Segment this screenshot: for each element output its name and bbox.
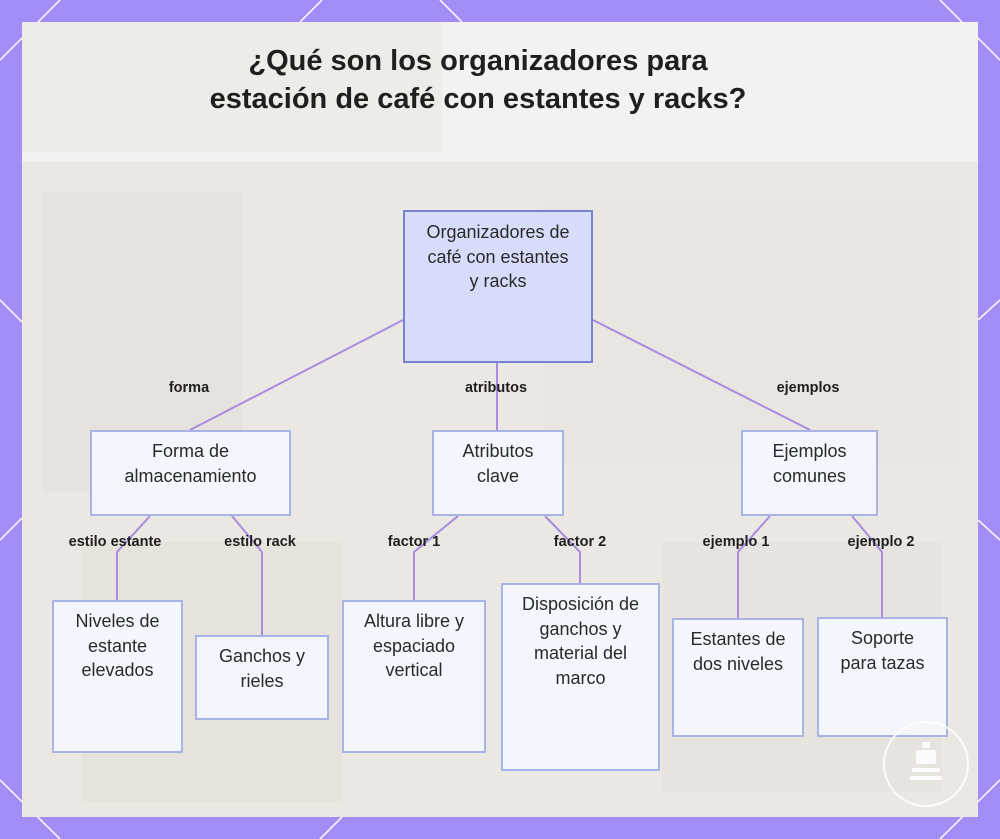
node-forma-text: Forma de almacenamiento: [124, 441, 257, 486]
edge-atributos-disposicion: [544, 515, 581, 583]
node-disposicion-text: Disposición de ganchos y material del ma…: [521, 594, 640, 688]
node-ejemplos-text: Ejemplos comunes: [772, 441, 847, 486]
node-estantes: Estantes de dos niveles: [672, 618, 804, 737]
edge-ejemplos-estantes: [737, 515, 771, 618]
edge-label-factor-2: factor 2: [553, 534, 607, 550]
brand-badge-icon: [883, 721, 969, 807]
node-ganchos: Ganchos y rieles: [195, 635, 329, 720]
node-atributos-text: Atributos clave: [462, 441, 534, 486]
node-soporte: Soporte para tazas: [817, 617, 948, 737]
node-root-text: Organizadores de café con estantes y rac…: [426, 222, 570, 291]
edge-label-estilo-rack: estilo rack: [224, 534, 296, 550]
node-root: Organizadores de café con estantes y rac…: [403, 210, 593, 363]
node-altura: Altura libre y espaciado vertical: [342, 600, 486, 753]
node-niveles: Niveles de estante elevados: [52, 600, 183, 753]
edge-label-forma: forma: [168, 380, 210, 396]
edge-label-ejemplo-1: ejemplo 1: [702, 534, 770, 550]
edge-root-ejemplos: [592, 319, 811, 431]
node-niveles-text: Niveles de estante elevados: [75, 611, 160, 680]
edge-atributos-altura: [413, 515, 459, 600]
node-atributos: Atributos clave: [432, 430, 564, 516]
node-ganchos-text: Ganchos y rieles: [218, 646, 306, 691]
node-ejemplos: Ejemplos comunes: [741, 430, 878, 516]
edge-forma-niveles: [116, 515, 151, 600]
edge-label-factor-1: factor 1: [387, 534, 441, 550]
edge-ejemplos-soporte: [851, 515, 883, 617]
edge-forma-ganchos: [231, 515, 263, 635]
node-altura-text: Altura libre y espaciado vertical: [363, 611, 465, 680]
edge-label-ejemplos: ejemplos: [776, 380, 840, 396]
node-disposicion: Disposición de ganchos y material del ma…: [501, 583, 660, 771]
edge-label-estilo-estante: estilo estante: [68, 534, 162, 550]
node-soporte-text: Soporte para tazas: [840, 628, 925, 673]
edge-label-ejemplo-2: ejemplo 2: [847, 534, 915, 550]
node-estantes-text: Estantes de dos niveles: [690, 629, 786, 674]
node-forma: Forma de almacenamiento: [90, 430, 291, 516]
edge-label-atributos: atributos: [464, 380, 528, 396]
diagram-title: ¿Qué son los organizadores para estación…: [209, 45, 747, 115]
edge-root-forma: [189, 319, 404, 431]
